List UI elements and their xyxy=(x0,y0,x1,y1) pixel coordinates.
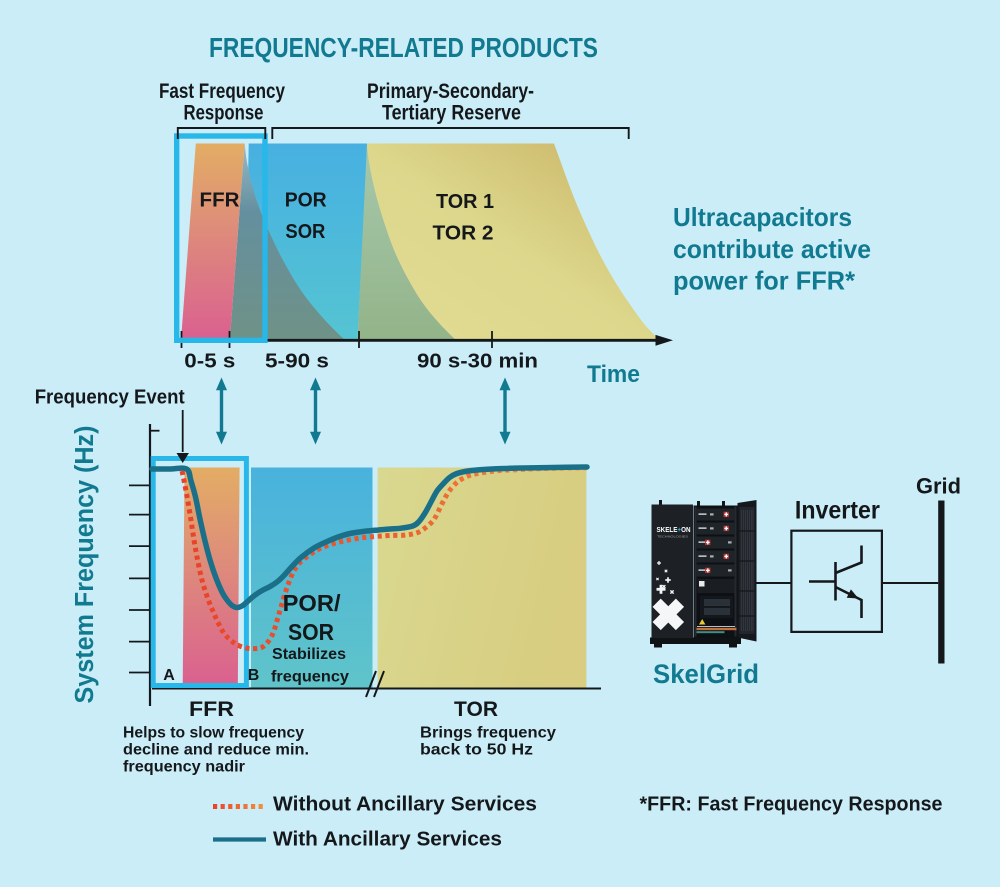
svg-text:Stabilizes: Stabilizes xyxy=(272,646,346,663)
svg-text:frequency nadir: frequency nadir xyxy=(123,759,245,776)
svg-text:Ultracapacitors: Ultracapacitors xyxy=(673,202,852,232)
svg-text:POR: POR xyxy=(285,189,327,212)
svg-text:Fast Frequency: Fast Frequency xyxy=(159,80,285,103)
svg-text:SOR: SOR xyxy=(288,619,334,645)
svg-text:B: B xyxy=(248,667,260,684)
svg-text:back to 50 Hz: back to 50 Hz xyxy=(420,742,533,759)
svg-text:Frequency Event: Frequency Event xyxy=(35,387,185,409)
svg-text:Time: Time xyxy=(587,361,640,388)
svg-text:TOR 2: TOR 2 xyxy=(433,222,494,245)
svg-text:Primary-Secondary-: Primary-Secondary- xyxy=(367,80,534,103)
svg-text:*FFR: Fast Frequency Response: *FFR: Fast Frequency Response xyxy=(640,793,943,816)
svg-text:FFR: FFR xyxy=(200,189,240,212)
svg-text:frequency: frequency xyxy=(271,669,349,686)
svg-text:Helps to slow frequency: Helps to slow frequency xyxy=(123,725,304,742)
svg-text:A: A xyxy=(163,667,175,684)
svg-text:POR/: POR/ xyxy=(283,590,342,616)
svg-text:contribute active: contribute active xyxy=(673,234,871,264)
svg-text:power for FFR*: power for FFR* xyxy=(673,266,856,296)
svg-text:SKELE+ON: SKELE+ON xyxy=(657,525,691,534)
svg-text:FFR: FFR xyxy=(189,698,234,721)
svg-text:TECHNOLOGIES: TECHNOLOGIES xyxy=(657,535,688,539)
svg-text:FREQUENCY-RELATED PRODUCTS: FREQUENCY-RELATED PRODUCTS xyxy=(209,32,598,63)
svg-text:TOR: TOR xyxy=(454,698,498,721)
svg-text:TOR 1: TOR 1 xyxy=(436,190,494,213)
svg-text:Brings frequency: Brings frequency xyxy=(420,725,556,742)
svg-text:SOR: SOR xyxy=(285,220,325,243)
svg-text:Without Ancillary Services: Without Ancillary Services xyxy=(273,793,537,816)
svg-text:Inverter: Inverter xyxy=(795,497,880,525)
svg-text:SkelGrid: SkelGrid xyxy=(653,659,759,689)
svg-text:90 s-30 min: 90 s-30 min xyxy=(417,349,538,372)
svg-text:Tertiary Reserve: Tertiary Reserve xyxy=(382,102,521,125)
svg-text:decline and reduce min.: decline and reduce min. xyxy=(123,742,309,759)
svg-text:0-5 s: 0-5 s xyxy=(184,349,235,372)
svg-text:Response: Response xyxy=(184,102,264,125)
svg-text:System Frequency (Hz): System Frequency (Hz) xyxy=(71,426,99,704)
svg-text:5-90 s: 5-90 s xyxy=(265,349,329,372)
svg-text:Grid: Grid xyxy=(916,474,961,499)
svg-text:With Ancillary Services: With Ancillary Services xyxy=(273,828,502,851)
